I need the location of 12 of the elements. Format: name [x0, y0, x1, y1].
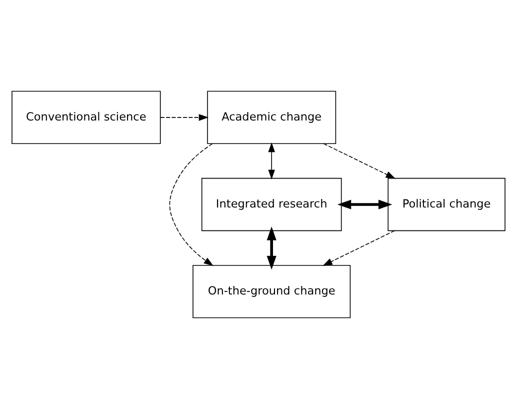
arrow — [323, 142, 396, 178]
arrow — [337, 199, 392, 209]
node-box: Conventional science — [12, 90, 161, 144]
node-box: Integrated research — [201, 177, 342, 231]
arrow — [169, 142, 214, 266]
node-box: Academic change — [207, 90, 336, 144]
arrow — [268, 142, 275, 179]
node-box: On-the-ground change — [192, 264, 351, 318]
node-box: Political change — [388, 177, 506, 231]
arrow — [322, 230, 395, 266]
arrow — [266, 226, 276, 270]
arrow — [160, 114, 209, 120]
